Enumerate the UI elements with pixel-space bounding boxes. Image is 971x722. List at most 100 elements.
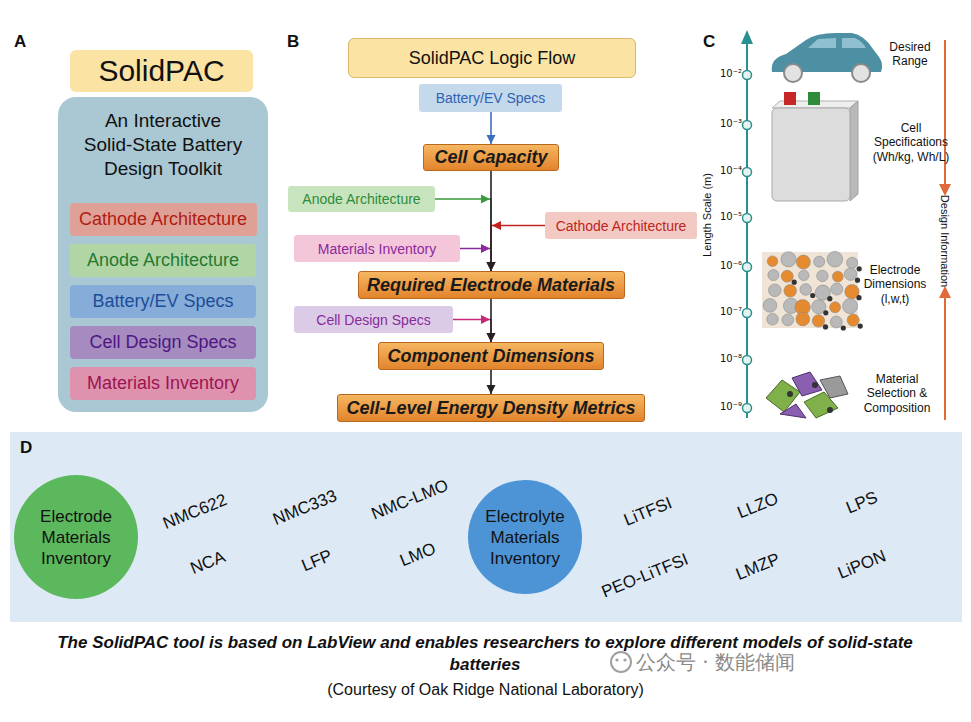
design-information-arrows	[939, 286, 951, 298]
tick-label: 10⁻⁴	[714, 165, 742, 176]
arrowhead	[481, 195, 490, 204]
node-text: Battery/EV Specs	[92, 291, 233, 312]
crystal-structure	[827, 407, 833, 413]
particle	[769, 284, 782, 297]
node-text: Cathode Architecture	[556, 218, 687, 234]
panel-d-ground	[10, 432, 962, 622]
process-box: Required Electrode Materials	[358, 271, 625, 299]
annotation: Design Information	[939, 195, 951, 287]
node-text: Cell Capacity	[434, 147, 547, 168]
process-box: Cell Capacity	[423, 144, 559, 171]
connector	[487, 299, 496, 342]
panel-band: DElectrode Materials InventoryElectrolyt…	[10, 432, 962, 622]
watermark: 公众号 · 数能储闻	[636, 649, 795, 676]
design-information-arrows	[939, 40, 951, 420]
connector	[487, 112, 496, 144]
cell-icon	[808, 92, 820, 105]
axis-tick	[743, 263, 752, 272]
connector	[487, 171, 496, 271]
tick-label: 10⁻⁵	[714, 211, 742, 222]
crystal-structure	[787, 391, 793, 397]
panel-letter: C	[703, 32, 715, 52]
credit-note: (Courtesy of Oak Ridge National Laborato…	[0, 680, 971, 699]
particle	[827, 296, 832, 301]
particle	[796, 255, 810, 269]
car-icon	[808, 38, 866, 48]
particle	[800, 284, 812, 296]
particle	[827, 251, 843, 267]
process-box: Component Dimensions	[378, 342, 604, 370]
module-box: Battery/EV Specs	[70, 285, 256, 318]
connector	[460, 244, 496, 271]
length-axis	[741, 30, 753, 44]
crystal-structure	[780, 404, 806, 418]
node-text: Electrode Materials Inventory	[26, 506, 126, 569]
arrowhead	[487, 385, 496, 394]
axis-tick	[743, 404, 752, 413]
connector	[453, 315, 496, 342]
annotation: Desired Range	[878, 40, 942, 69]
cell-icon	[784, 92, 796, 105]
input-box: Materials Inventory	[294, 235, 460, 262]
particle	[767, 313, 779, 325]
panel-letter: B	[287, 32, 299, 52]
watermark-icon	[611, 652, 631, 672]
input-box: Cathode Architecture	[545, 212, 697, 239]
particle	[763, 299, 777, 313]
particle	[855, 278, 860, 283]
particle	[857, 266, 862, 271]
process-box: Cell-Level Energy Density Metrics	[337, 394, 645, 422]
particle	[781, 270, 793, 282]
node-text: D	[20, 438, 32, 458]
node-text: Anode Architecture	[302, 191, 420, 207]
axis-tick	[743, 121, 752, 130]
crystal-structure	[766, 372, 848, 418]
module-box: Cathode Architecture	[70, 203, 257, 236]
particle	[796, 312, 810, 326]
annotation: Cell Specifications (Wh/kg, Wh/L)	[862, 121, 960, 164]
node-text: Battery/EV Specs	[436, 90, 546, 106]
connector-line	[491, 226, 545, 272]
connector-line	[453, 320, 491, 343]
axis-tick	[743, 214, 752, 223]
panel-letter: A	[14, 32, 26, 52]
connector-line	[490, 171, 492, 271]
watermark-icon	[615, 658, 618, 661]
tick-label: 10⁻⁹	[714, 401, 742, 412]
node-text: Cell Design Specs	[316, 312, 430, 328]
design-information-arrows	[944, 296, 946, 420]
tick-label: 10⁻⁶	[714, 260, 742, 271]
caption: The SolidPAC tool is based on LabView an…	[25, 632, 945, 676]
node-text: Materials Inventory	[318, 241, 436, 257]
arrowhead	[487, 262, 496, 271]
axis-tick	[743, 356, 752, 365]
particle	[823, 310, 828, 315]
node-text: Cell Design Specs	[89, 332, 236, 353]
design-information-arrows	[944, 40, 946, 186]
particle	[843, 299, 858, 314]
module-box: Anode Architecture	[70, 244, 256, 277]
crystal-structure	[812, 382, 818, 388]
tick-label: 10⁻²	[714, 68, 742, 79]
module-box: Cell Design Specs	[70, 326, 256, 359]
node-text: Materials Inventory	[87, 373, 239, 394]
particle	[799, 270, 809, 280]
particle	[823, 324, 828, 329]
design-information-arrows	[939, 184, 951, 196]
arrowhead	[487, 333, 496, 342]
electrode-microstructure	[762, 252, 858, 328]
tick-label: 10⁻³	[714, 118, 742, 129]
arrowhead	[487, 262, 496, 271]
particle	[831, 283, 843, 295]
electrode-microstructure	[762, 251, 863, 330]
arrowhead	[487, 135, 496, 144]
arrowhead	[487, 262, 496, 271]
cell-icon	[772, 108, 850, 201]
arrowhead	[481, 244, 490, 253]
particle	[858, 324, 863, 329]
cell-icon	[772, 92, 858, 201]
watermark-icon	[611, 652, 631, 672]
connector	[487, 221, 546, 271]
arrowhead	[487, 333, 496, 342]
